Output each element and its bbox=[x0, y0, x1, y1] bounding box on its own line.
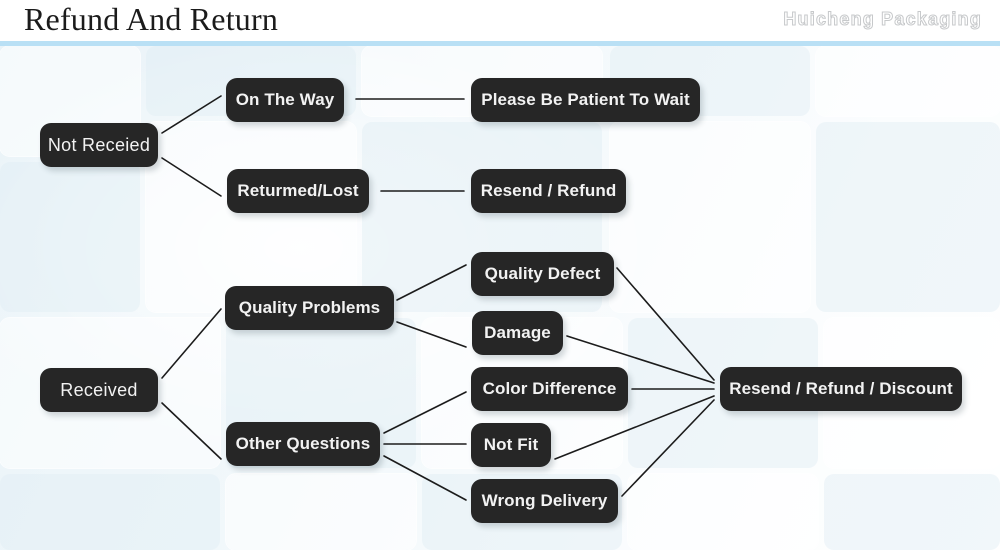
node-label: Other Questions bbox=[235, 434, 371, 453]
node-other-questions[interactable]: Other Questions bbox=[226, 422, 380, 466]
node-label: Quality Problems bbox=[238, 298, 381, 317]
connector-quality-probs-to-quality-defect bbox=[396, 264, 467, 301]
node-resend-refund-discount[interactable]: Resend / Refund / Discount bbox=[720, 367, 962, 411]
node-returned-lost[interactable]: Returmed/Lost bbox=[227, 169, 369, 213]
node-label: Please Be Patient To Wait bbox=[481, 90, 690, 109]
node-wrong-delivery[interactable]: Wrong Delivery bbox=[471, 479, 618, 523]
node-resend-refund[interactable]: Resend / Refund bbox=[471, 169, 626, 213]
node-label: Returmed/Lost bbox=[237, 181, 359, 200]
slide-header: Refund And Return Huicheng Packaging bbox=[0, 0, 1000, 46]
connector-not-fit-to-resend-refund-discount bbox=[554, 395, 715, 460]
node-not-received[interactable]: Not Receied bbox=[40, 123, 158, 167]
node-label: On The Way bbox=[235, 90, 335, 109]
page-title: Refund And Return bbox=[24, 1, 279, 37]
node-label: Resend / Refund / Discount bbox=[729, 379, 953, 398]
node-label: Resend / Refund bbox=[480, 181, 617, 200]
connector-other-questions-to-wrong-delivery bbox=[383, 455, 467, 501]
background-block bbox=[824, 474, 1000, 550]
node-label: Wrong Delivery bbox=[481, 491, 608, 510]
background-block bbox=[0, 474, 220, 550]
connector-received-to-quality-probs bbox=[161, 308, 222, 379]
node-color-diff[interactable]: Color Difference bbox=[471, 367, 628, 411]
node-label: Received bbox=[60, 379, 138, 400]
node-label: Quality Defect bbox=[484, 264, 601, 283]
background-block bbox=[226, 474, 416, 550]
background-block bbox=[816, 122, 1000, 312]
node-quality-probs[interactable]: Quality Problems bbox=[225, 286, 394, 330]
node-damage[interactable]: Damage bbox=[472, 311, 563, 355]
connector-quality-defect-to-resend-refund-discount bbox=[616, 267, 715, 381]
connector-wrong-delivery-to-resend-refund-discount bbox=[621, 399, 715, 497]
node-label: Color Difference bbox=[482, 379, 617, 398]
node-on-the-way[interactable]: On The Way bbox=[226, 78, 344, 122]
node-label: Damage bbox=[484, 323, 551, 342]
node-not-fit[interactable]: Not Fit bbox=[471, 423, 551, 467]
background-block bbox=[610, 122, 810, 312]
node-label: Not Receied bbox=[47, 134, 151, 155]
node-quality-defect[interactable]: Quality Defect bbox=[471, 252, 614, 296]
background-block bbox=[816, 46, 1000, 116]
brand-watermark: Huicheng Packaging bbox=[783, 9, 982, 30]
connector-other-questions-to-color-diff bbox=[383, 391, 467, 434]
connector-not-received-to-returned-lost bbox=[161, 157, 222, 197]
title-divider bbox=[0, 41, 1000, 46]
node-label: Not Fit bbox=[483, 435, 539, 454]
connector-not-received-to-on-the-way bbox=[161, 95, 222, 134]
connector-quality-probs-to-damage bbox=[396, 321, 467, 348]
connector-layer bbox=[161, 95, 715, 501]
background-block bbox=[0, 162, 140, 312]
connector-received-to-other-questions bbox=[161, 402, 222, 460]
background-block bbox=[146, 122, 356, 312]
background-block bbox=[628, 474, 818, 550]
node-be-patient[interactable]: Please Be Patient To Wait bbox=[471, 78, 700, 122]
connector-damage-to-resend-refund-discount bbox=[566, 335, 715, 384]
node-received[interactable]: Received bbox=[40, 368, 158, 412]
